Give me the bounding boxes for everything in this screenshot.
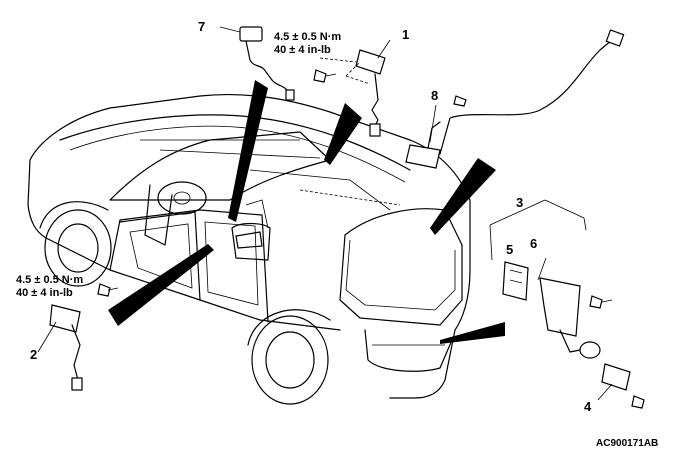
vehicle-outline (27, 93, 471, 405)
part-7-sensor (219, 26, 295, 101)
callout-wedges (108, 80, 505, 344)
torque-spec-top: 4.5 ± 0.5 N·m 40 ± 4 in-lb (274, 31, 341, 57)
callout-5-label: 5 (506, 242, 514, 257)
callout-6-label: 6 (530, 236, 538, 251)
callout-2-label: 2 (30, 347, 38, 362)
callout-3-label: 3 (516, 195, 524, 210)
torque-top-inlb: 40 ± 4 in-lb (274, 44, 331, 56)
part-2-sensor (37, 283, 119, 391)
torque-spec-left: 4.5 ± 0.5 N·m 40 ± 4 in-lb (16, 274, 83, 300)
callout-7-label: 7 (198, 19, 206, 34)
part-3-bracket-group (489, 199, 645, 409)
torque-left-inlb: 40 ± 4 in-lb (16, 287, 73, 299)
callout-8-label: 8 (431, 88, 439, 103)
torque-top-nm: 4.5 ± 0.5 N·m (274, 31, 342, 43)
part-8-sensor (405, 29, 625, 169)
figure-code: AC900171AB (596, 438, 659, 449)
part-1-sensor (313, 39, 391, 137)
torque-left-nm: 4.5 ± 0.5 N·m (16, 274, 84, 286)
callout-1-label: 1 (402, 27, 410, 42)
callout-4-label: 4 (584, 399, 592, 414)
